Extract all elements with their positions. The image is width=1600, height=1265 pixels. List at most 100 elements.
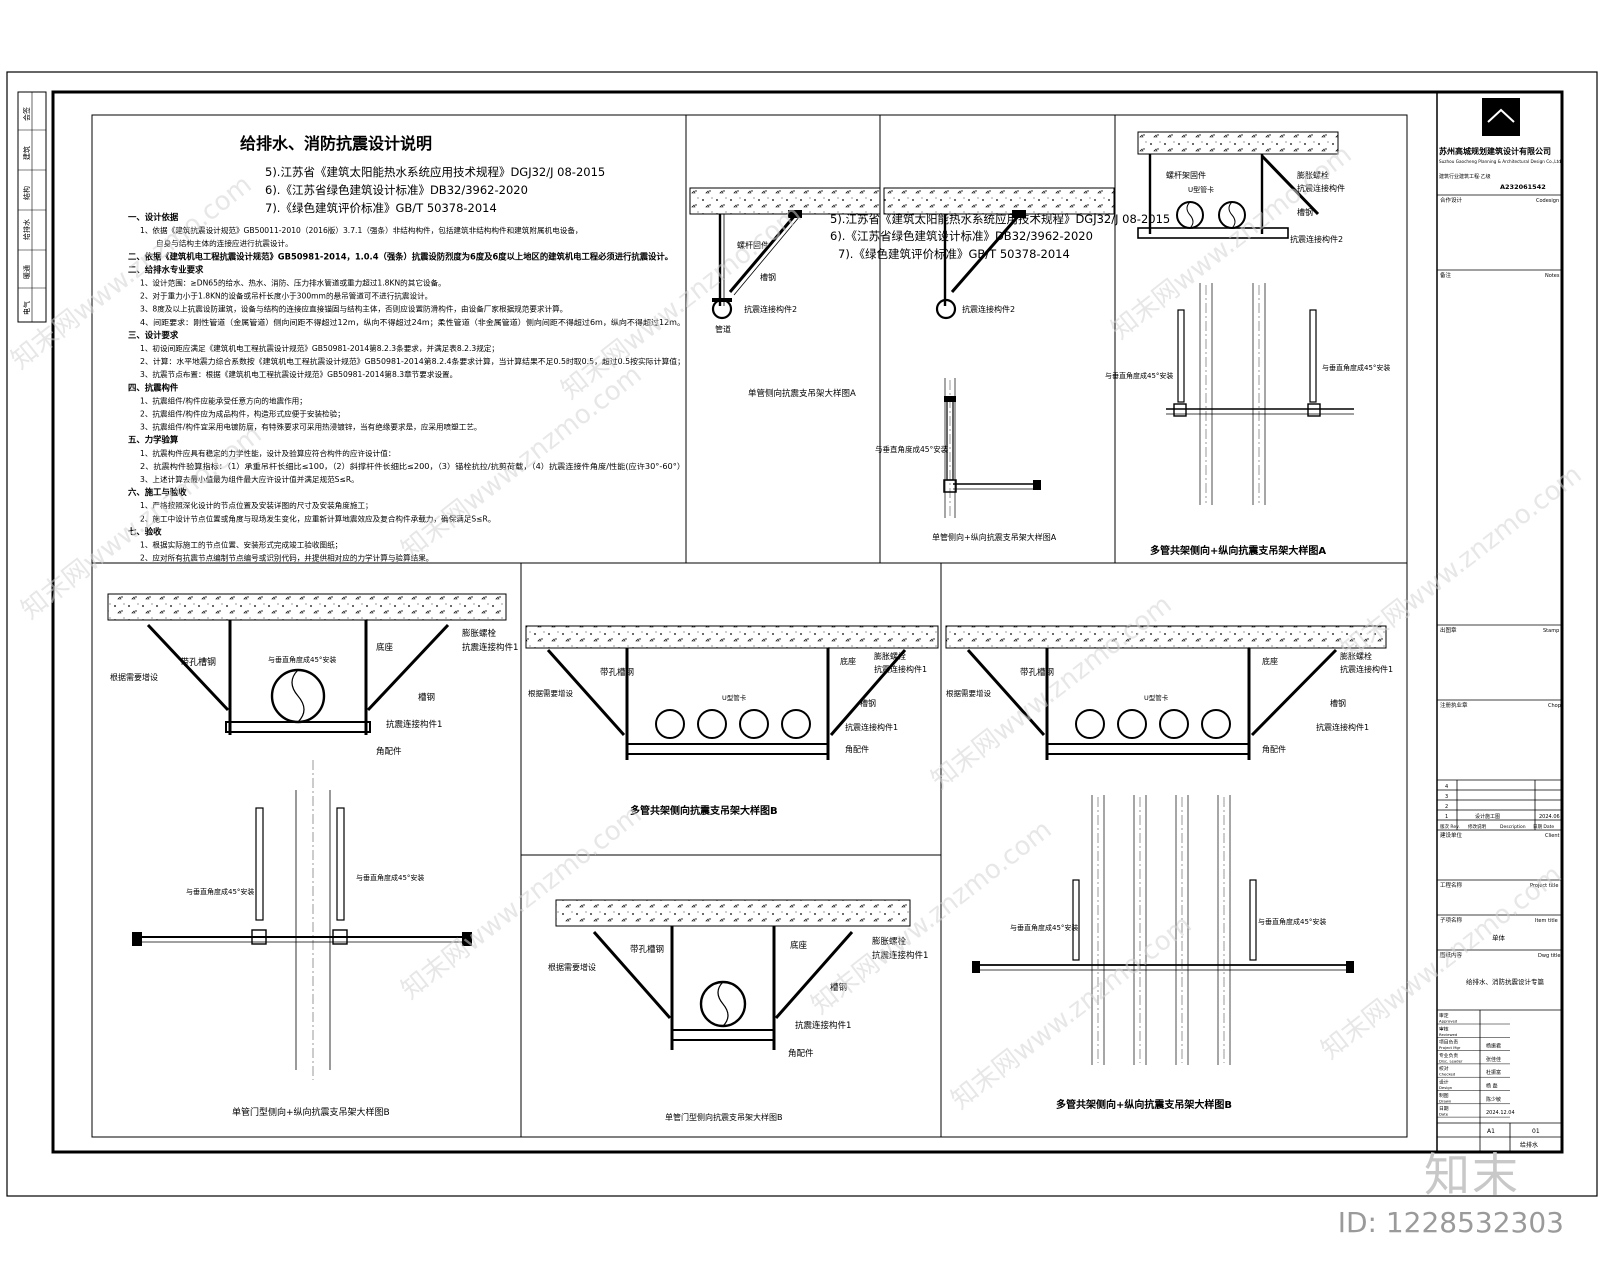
- label-angle45-g: 与垂直角度成45°安装: [1010, 923, 1078, 932]
- label-connector2: 抗震连接构件2: [744, 304, 797, 314]
- notes-line: 3、8度及以上抗震设防建筑，设备与结构的连接应直接锚固与结构主体，否则应设置防滑…: [140, 304, 567, 314]
- label-base-b: 底座: [840, 656, 856, 666]
- tb-cert: A232061542: [1500, 183, 1546, 191]
- company-logo: [1482, 98, 1520, 136]
- label-angle-fitting-c: 角配件: [788, 1048, 814, 1059]
- detail-multi-a: 螺杆架固件 U型管卡 膨胀螺栓 抗震连接构件 槽钢 抗震连接构件2 与垂直角度成…: [1105, 131, 1390, 557]
- brand-watermark: 知末: [1424, 1148, 1520, 1202]
- notes-line: 自身与结构主体的连接应进行抗震设计。: [156, 238, 293, 248]
- label-add-as-needed: 根据需要增设: [110, 672, 158, 682]
- label-channel-b: 槽钢: [1297, 207, 1313, 217]
- tb-notes: 备注: [1440, 271, 1452, 279]
- label-add-as-needed-b: 根据需要增设: [528, 688, 573, 698]
- notes-line: 2、对于重力小于1.8KN的设备或吊杆长度小于300mm的悬吊管道可不进行抗震设…: [140, 291, 432, 301]
- label-connector1-d: 抗震连接构件1: [845, 722, 898, 732]
- tb-project: 工程名称: [1440, 881, 1463, 889]
- notes-line: 2、计算：水平地震力综合系数按《建筑机电工程抗震设计规范》GB50981-201…: [140, 356, 685, 366]
- rev-header: 修改说明: [1468, 823, 1486, 830]
- tb-cooperation-en: Codesign: [1536, 198, 1559, 204]
- label-u-clamp-b: U型管卡: [722, 693, 747, 702]
- tb-client-en: Client: [1545, 833, 1560, 839]
- tb-item-value: 单体: [1492, 933, 1506, 942]
- notes-line: 二、给排水专业要求: [128, 264, 204, 274]
- strip-label: 会签: [22, 107, 31, 121]
- detail-single-door-long-b: 带孔槽钢 根据需要增设 底座 膨胀螺栓 抗震连接构件1 槽钢 抗震连接构件1 角…: [107, 593, 518, 1118]
- notes-line: 1、设计范围：≥DN65的给水、热水、消防、压力排水管道或重力超过1.8KN的其…: [140, 278, 446, 288]
- label-threaded-rod: 螺杆固件: [737, 240, 769, 250]
- label-expansion-bolt-e: 膨胀螺栓: [1340, 651, 1372, 661]
- watermark-text: 知末网www.znzmo.com: [946, 910, 1198, 1116]
- label-base-d: 底座: [1262, 656, 1278, 666]
- detail-single-door-b: 带孔槽钢 根据需要增设 底座 膨胀螺栓 抗震连接构件1 槽钢 抗震连接构件1 角…: [548, 899, 928, 1122]
- strip-label: 结构: [22, 186, 31, 200]
- role-label-en: Disc. Leader: [1439, 1058, 1463, 1063]
- notes-line: 3、抗震组件/构件宜采用电镀防腐，有特殊要求可采用热浸镀锌，当有绝缘要求是，应采…: [140, 422, 482, 432]
- notes-line: 1、根据实际施工的节点位置、安装形式完成竣工验收图纸；: [140, 540, 342, 550]
- notes-line: 1、初设间距应满足《建筑机电工程抗震设计规范》GB50981-2014第8.2.…: [140, 343, 499, 353]
- label-connector2-b: 抗震连接构件2: [962, 304, 1015, 314]
- label-angle45-a: 与垂直角度成45°安装: [875, 444, 949, 454]
- role-label: 项目负责: [1439, 1039, 1458, 1046]
- role-value: 陈少敏: [1486, 1096, 1501, 1103]
- label-slotted-channel-d: 带孔槽钢: [1020, 667, 1054, 678]
- strip-label: 暖通: [22, 265, 31, 279]
- label-connector1: 抗震连接构件1: [462, 642, 518, 653]
- detail-multi-side-b: 带孔槽钢 根据需要增设 U型管卡 底座 膨胀螺栓 抗震连接构件1 槽钢 抗震连接…: [525, 625, 939, 817]
- notes-line: 3、抗震节点布置：根据《建筑机电工程抗震设计规范》GB50981-2014第8.…: [140, 369, 457, 379]
- notes-line: 一、设计依据: [128, 212, 179, 222]
- overlay-ref-7: 7).《绿色建筑评价标准》GB/T 50378-2014: [838, 247, 1070, 261]
- tb-cert-label: 建筑行业建筑工程·乙级: [1439, 173, 1491, 180]
- notes-line: 2、抗震组件/构件应为成品构件，构造形式应便于安装检验；: [140, 409, 345, 419]
- role-value: 张佳佳: [1486, 1056, 1501, 1063]
- label-channel-f: 槽钢: [1330, 698, 1346, 708]
- caption-single-door-b: 单管门型侧向抗震支吊架大样图B: [665, 1112, 783, 1122]
- role-value: 杨振君: [1486, 1043, 1501, 1050]
- strip-label: 建筑: [22, 146, 31, 160]
- tb-company-en: Suzhou Gaocheng Planning & Architectural…: [1439, 159, 1562, 164]
- label-angle-fitting: 角配件: [376, 746, 402, 757]
- rev-header: 日期 Date: [1533, 824, 1554, 830]
- notes-line: 1、抗震组件/构件应能承受任意方向的地震作用；: [140, 395, 307, 405]
- caption-single-door-long-b: 单管门型侧向+纵向抗震支吊架大样图B: [232, 1106, 390, 1118]
- role-label-en: Date: [1439, 1112, 1449, 1117]
- tb-project-en: Project title: [1530, 883, 1558, 889]
- tb-item: 子项名称: [1440, 916, 1463, 924]
- strip-label: 给排水: [22, 219, 31, 240]
- notes-line: 2、应对所有抗震节点编制节点编号或识别代码，并提供相对应的力学计算与验算结果。: [140, 553, 433, 563]
- rev-no: 4: [1445, 784, 1448, 790]
- tb-stamp-en: Stamp: [1543, 628, 1559, 634]
- notes-line: 1、严格按照深化设计的节点位置及安装详图的尺寸及安装角度施工；: [140, 500, 373, 510]
- label-angle-fitting-b: 角配件: [845, 744, 869, 754]
- caption-single-long-a: 单管侧向+纵向抗震支吊架大样图A: [932, 532, 1057, 542]
- notes-ref-7: 7).《绿色建筑评价标准》GB/T 50378-2014: [265, 201, 497, 215]
- role-label-en: Approved: [1439, 1019, 1458, 1024]
- notes-line: 七、验收: [128, 526, 162, 536]
- label-connector1-h: 抗震连接构件1: [1316, 722, 1369, 732]
- tb-item-en: Item title: [1535, 918, 1558, 924]
- tb-drawing: 图纸内容: [1440, 951, 1463, 959]
- label-angle45-c: 与垂直角度成45°安装: [1322, 363, 1390, 372]
- tb-company: 苏州高城规划建筑设计有限公司: [1439, 146, 1551, 156]
- rev-no: 3: [1445, 794, 1448, 800]
- label-expansion-bolt-c: 膨胀螺栓: [874, 651, 906, 661]
- label-angle-fitting-d: 角配件: [1262, 744, 1286, 754]
- label-threaded-rod2: 螺杆架固件: [1166, 170, 1206, 180]
- label-channel: 槽钢: [760, 272, 776, 282]
- label-slotted-channel-b: 带孔槽钢: [600, 667, 634, 678]
- detail-single-long-a: 抗震连接构件2 与垂直角度成45°安装 单管侧向+纵向抗震支吊架大样图A: [875, 187, 1115, 542]
- overlay-ref-5: 5).江苏省《建筑太阳能热水系统应用技术规程》DGJ32/J 08-2015: [830, 212, 1170, 226]
- label-channel-c: 槽钢: [418, 692, 435, 703]
- tb-size: A1: [1487, 1128, 1495, 1135]
- tb-reg-stamp-en: Chop: [1548, 703, 1561, 709]
- role-label: 校对: [1439, 1065, 1449, 1072]
- notes-line: 4、间距要求：刚性管道（金属管道）侧向间距不得超过12m，纵向不得超过24m；柔…: [140, 317, 685, 327]
- label-connector1-f: 抗震连接构件1: [795, 1020, 851, 1031]
- label-add-as-needed-d: 根据需要增设: [946, 688, 991, 698]
- notes-line: 三、设计要求: [128, 330, 179, 340]
- label-pipe: 管道: [715, 324, 731, 334]
- label-connector1-c: 抗震连接构件1: [874, 664, 927, 674]
- label-angle45-b: 与垂直角度成45°安装: [1105, 371, 1173, 380]
- tb-drawing-value: 给排水、消防抗震设计专篇: [1466, 977, 1545, 986]
- role-value: 杜振富: [1486, 1069, 1501, 1076]
- label-base-c: 底座: [790, 940, 808, 951]
